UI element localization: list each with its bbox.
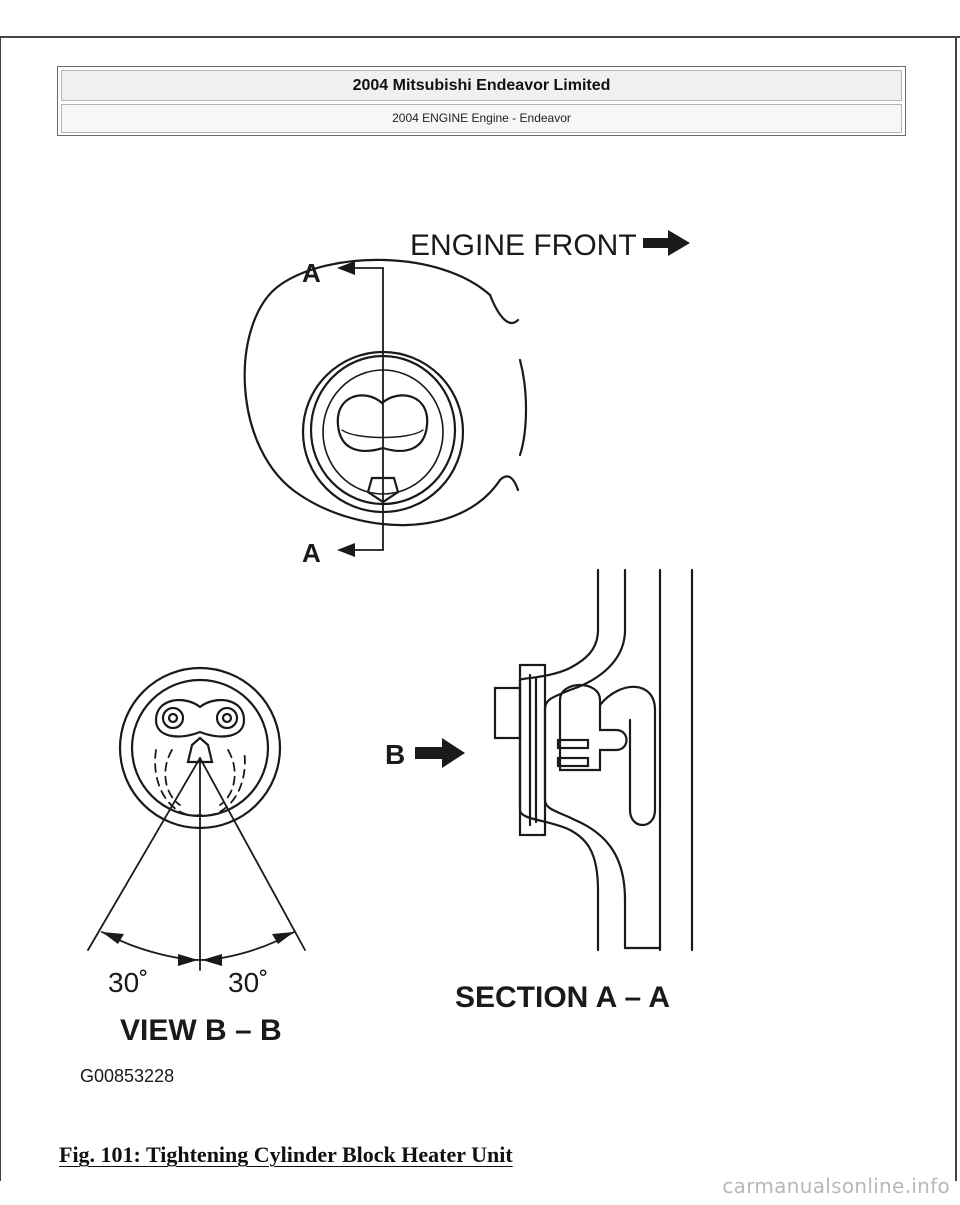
angle-line-left — [87, 757, 201, 951]
section-heater-body — [518, 663, 547, 837]
heater-bolt-top — [366, 476, 400, 504]
view-hole-left-inner — [167, 712, 179, 724]
angle-arrow-left — [102, 932, 124, 944]
section-heater-loop — [598, 685, 657, 826]
angle-arrow-center-r — [202, 954, 222, 966]
view-direction-label: B — [385, 739, 405, 770]
angle-line-right — [199, 757, 306, 951]
angle-label-left: 30˚ — [108, 967, 148, 998]
view-bolt — [186, 736, 214, 764]
arrow-left-icon — [337, 543, 355, 557]
arrow-left-icon — [337, 261, 355, 275]
block-outline-right — [488, 293, 528, 457]
view-top-lobe — [154, 699, 246, 738]
arrow-right-icon — [415, 738, 465, 768]
section-heater-element — [558, 684, 628, 772]
block-outline-lower — [498, 475, 520, 492]
view-hole-left — [161, 706, 185, 730]
angle-label-right: 30˚ — [228, 967, 268, 998]
angle-arc — [101, 931, 295, 961]
section-terminal-1 — [556, 738, 590, 750]
figure-caption: Fig. 101: Tightening Cylinder Block Heat… — [59, 1142, 513, 1167]
arrow-right-icon — [643, 230, 690, 256]
section-label-a-bottom: A — [302, 538, 321, 568]
top-border — [0, 36, 960, 38]
engine-front-label: ENGINE FRONT — [410, 229, 637, 262]
angle-arrow-center-l — [178, 954, 198, 966]
angle-arrow-right — [272, 932, 294, 944]
left-border — [0, 36, 1, 1181]
heater-diagram: ENGINE FRONT A A — [80, 229, 694, 1086]
document-header: 2004 Mitsubishi Endeavor Limited 2004 EN… — [57, 66, 906, 136]
view-hole-right — [215, 706, 239, 730]
watermark: carmanualsonline.info — [722, 1174, 950, 1198]
section-label: SECTION A – A — [455, 981, 670, 1014]
figure-code: G00853228 — [80, 1066, 174, 1086]
section-bolt-head — [493, 686, 522, 740]
block-outline — [243, 258, 502, 527]
section-label-a-top: A — [302, 258, 321, 288]
right-border — [955, 36, 957, 1181]
view-hole-right-inner — [221, 712, 233, 724]
view-label: VIEW B – B — [120, 1014, 282, 1047]
heater-element-top — [336, 394, 429, 452]
header-title: 2004 Mitsubishi Endeavor Limited — [61, 70, 902, 101]
section-terminal-2 — [556, 756, 590, 768]
header-subtitle: 2004 ENGINE Engine - Endeavor — [61, 104, 902, 133]
